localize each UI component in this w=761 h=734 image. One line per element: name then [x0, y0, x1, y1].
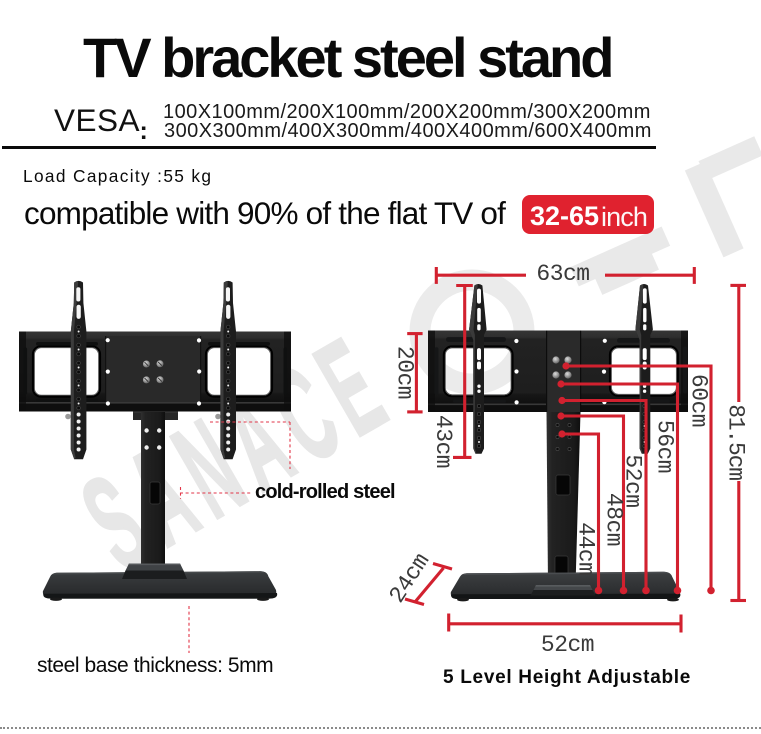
svg-text:52cm: 52cm: [620, 454, 646, 507]
svg-text:56cm: 56cm: [652, 420, 678, 473]
svg-text:52cm: 52cm: [541, 632, 594, 658]
svg-text:24cm: 24cm: [384, 549, 435, 608]
svg-text:48cm: 48cm: [601, 493, 627, 546]
svg-text:43cm: 43cm: [430, 415, 456, 468]
svg-text:60cm: 60cm: [686, 374, 712, 427]
svg-text:81.5cm: 81.5cm: [723, 404, 749, 480]
svg-text:20cm: 20cm: [392, 346, 418, 399]
svg-text:63cm: 63cm: [536, 261, 589, 287]
svg-text:44cm: 44cm: [573, 522, 599, 575]
